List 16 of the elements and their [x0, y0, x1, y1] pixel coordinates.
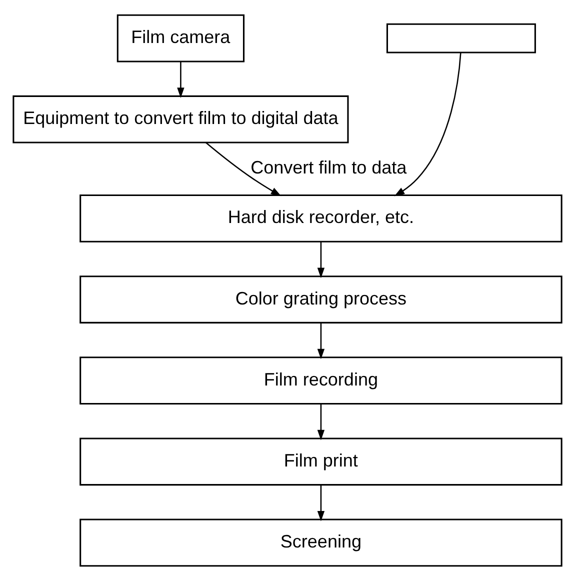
arrow: [317, 242, 325, 278]
node-box: Film print: [80, 437, 562, 486]
arrow: [317, 404, 325, 440]
arrow: [177, 61, 184, 98]
arrow: [317, 322, 325, 359]
arrow: [206, 142, 282, 196]
node-box: Hard disk recorder, etc.: [80, 194, 562, 242]
node-box: Screening: [80, 518, 562, 566]
node-box: Equipment to convert film to digital data: [12, 94, 349, 143]
edge-label: Convert film to data: [250, 157, 407, 178]
node-box: Film camera: [116, 14, 245, 62]
node-box: Film recording: [80, 356, 562, 404]
node-box: [386, 22, 536, 53]
arrow: [394, 52, 462, 196]
node-box: Color grating process: [80, 275, 562, 323]
arrow: [317, 484, 325, 521]
